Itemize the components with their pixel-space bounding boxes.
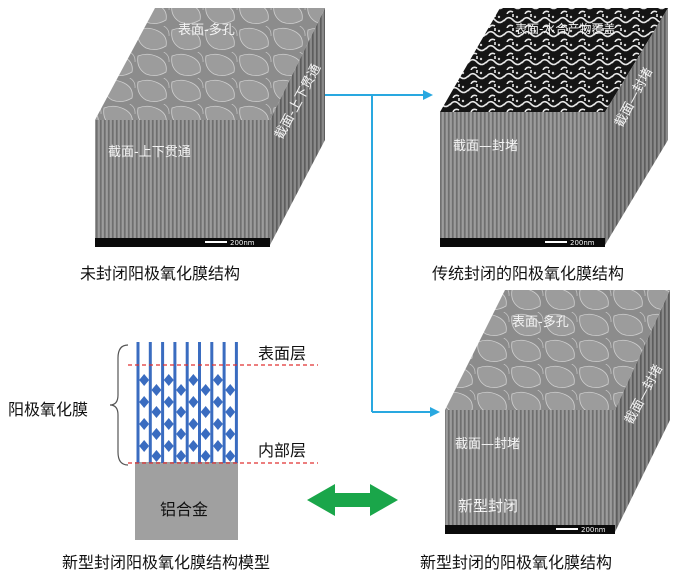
novel-front-face <box>445 410 615 532</box>
sealing-particle <box>176 428 187 440</box>
traditional-side-face <box>605 8 668 245</box>
sealing-particle <box>188 396 199 408</box>
sealing-particle <box>151 428 162 440</box>
film-brace <box>109 344 129 466</box>
sealing-particle <box>225 384 236 396</box>
arrowhead-to-novel <box>430 407 440 417</box>
sealing-particle <box>200 384 211 396</box>
pore-channels <box>136 342 238 463</box>
novel-top-face <box>445 290 670 410</box>
sealing-particle <box>139 440 150 452</box>
sealing-particle <box>200 428 211 440</box>
double-arrow <box>307 484 398 516</box>
sealing-particle <box>212 396 223 408</box>
traditional-top-face <box>440 8 668 112</box>
sealing-particle <box>225 428 236 440</box>
novel-scale-strip <box>445 525 615 534</box>
traditional-top-label: 表面-水合产物覆盖 <box>515 21 615 36</box>
substrate-label: 铝合金 <box>160 500 209 519</box>
sealing-particle <box>163 418 174 430</box>
traditional-caption: 传统封闭的阳极氧化膜结构 <box>432 264 625 283</box>
model-diagram <box>109 342 318 540</box>
sealing-particle <box>176 450 187 462</box>
traditional-scale-strip <box>440 238 605 247</box>
sealing-particle <box>188 440 199 452</box>
novel-top-label: 表面-多孔 <box>512 314 569 330</box>
traditional-block: 200nm 表面-水合产物覆盖 截面—封堵 截面—封堵 <box>440 8 668 247</box>
sealing-particle <box>212 440 223 452</box>
surface-layer-label: 表面层 <box>258 344 307 363</box>
sealing-particle <box>200 450 211 462</box>
unsealed-front-label: 截面-上下贯通 <box>108 145 191 160</box>
sealing-particle <box>176 384 187 396</box>
sealing-particle <box>139 396 150 408</box>
traditional-scale-bar <box>545 241 567 243</box>
novel-badge: 新型封闭 <box>458 497 518 515</box>
novel-front-label: 截面—封堵 <box>455 437 520 452</box>
unsealed-top-face <box>95 8 325 120</box>
arrowhead-to-traditional <box>423 90 433 100</box>
model-caption: 新型封闭阳极氧化膜结构模型 <box>62 553 271 572</box>
sealing-particle <box>225 450 236 462</box>
novel-scale-bar <box>556 528 578 530</box>
traditional-scale-text: 200nm <box>570 239 595 247</box>
unsealed-front-face <box>95 120 270 245</box>
novel-side-face <box>615 290 670 532</box>
unsealed-scale-text: 200nm <box>230 239 255 247</box>
sealing-particle <box>151 384 162 396</box>
unsealed-caption: 未封闭阳极氧化膜结构 <box>80 264 241 283</box>
unsealed-scale-bar <box>205 241 227 243</box>
connector-arrows <box>325 94 432 413</box>
sealing-particle <box>151 406 162 418</box>
novel-scale-text: 200nm <box>581 526 606 534</box>
unsealed-block: 200nm 表面-多孔 截面-上下贯通 截面-上下贯通 <box>95 8 325 247</box>
novel-block: 200nm 表面-多孔 截面—封堵 截面—封堵 新型封闭 <box>445 290 670 534</box>
sealing-particle <box>212 374 223 386</box>
sealing-particle <box>163 374 174 386</box>
sealing-particle <box>139 418 150 430</box>
inner-layer-label: 内部层 <box>258 441 307 460</box>
sealing-particle <box>163 396 174 408</box>
sealing-particle <box>151 450 162 462</box>
sealing-particle <box>163 440 174 452</box>
sealing-particle <box>188 418 199 430</box>
sealing-particle <box>139 374 150 386</box>
sealing-particle <box>225 406 236 418</box>
traditional-front-face <box>440 112 605 245</box>
unsealed-scale-strip <box>95 238 270 247</box>
traditional-front-label: 截面—封堵 <box>453 139 518 154</box>
sealing-particle <box>212 418 223 430</box>
sealing-particle <box>176 406 187 418</box>
novel-caption: 新型封闭的阳极氧化膜结构 <box>420 553 613 572</box>
unsealed-side-face <box>270 8 325 245</box>
unsealed-top-label: 表面-多孔 <box>178 22 235 38</box>
sealing-particle <box>200 406 211 418</box>
sealing-particle <box>188 374 199 386</box>
substrate-block <box>135 462 238 540</box>
film-label: 阳极氧化膜 <box>8 400 89 419</box>
